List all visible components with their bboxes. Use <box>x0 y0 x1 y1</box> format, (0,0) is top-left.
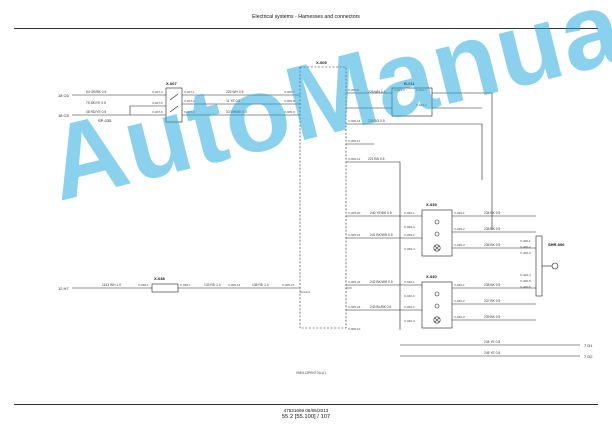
splice-label: SP-035 <box>98 118 112 123</box>
footer-rule <box>14 404 598 405</box>
component-id: X-039 <box>426 202 437 207</box>
x040-body <box>421 281 453 329</box>
drawing-ref: VNNL13PRNT01LA 1 <box>296 371 327 375</box>
pin-label: X-007-5 <box>152 101 163 105</box>
pin-label: X-005-15 <box>282 283 295 287</box>
pin-label: X-005-9 <box>348 88 359 92</box>
pin-label: X-406-6 <box>520 285 531 289</box>
wire-label: 64 GR/BK 0.5 <box>86 90 107 94</box>
wire-label: 236 BK 0.5 <box>484 243 500 247</box>
wire-label: 234 BK 0.5 <box>484 211 500 215</box>
pin-label: X-039-1 <box>404 211 415 215</box>
wire-label: 241 BK/WH 0.5 <box>370 233 393 237</box>
pin-label: X-040-1 <box>404 280 415 284</box>
pin-label: X-024-3 <box>394 88 405 92</box>
pin-label: X-039-3 <box>454 243 465 247</box>
pin-label: X-005-20 <box>348 211 361 215</box>
pin-label: X-005-7 <box>284 90 295 94</box>
pin-label: X-005-14 <box>228 283 241 287</box>
wire-label: 235 BK 0.5 <box>484 227 500 231</box>
wire-label: 242 BK/WH 0.5 <box>370 280 393 284</box>
wire-label: 229 WH 0.5 <box>368 90 386 94</box>
wire-label: 133 RD 1.0 <box>204 283 221 287</box>
pin-label: X-024-2 <box>416 103 427 107</box>
pin-label: X-007-2 <box>184 99 195 103</box>
pin-label: X-005-9 <box>284 110 295 114</box>
pin-label: X-039-3 <box>404 225 415 229</box>
wire-label: 48 RD/YE 0.5 <box>86 110 106 114</box>
wire-label: 243 BL/BK 0.5 <box>370 305 391 309</box>
wire-label: 244 YE 0.5 <box>484 340 500 344</box>
pin-label: X-005-8 <box>284 99 295 103</box>
wire-label: 11 YE 0.5 <box>226 99 240 103</box>
wire-label: 136 RD 1.0 <box>252 283 269 287</box>
pin-label: X-005-11 <box>348 139 360 143</box>
pin-label: X-038-1 <box>138 283 149 287</box>
pin-label: X-040-4 <box>404 319 415 323</box>
pin-label: X-039-2 <box>404 233 415 237</box>
ground-label: Ground <box>300 290 310 294</box>
wire-label: 240 YE/BK 0.5 <box>370 211 392 215</box>
component-id: X-040 <box>426 274 437 279</box>
pin-label: X-024-1 <box>416 88 427 92</box>
pin-label: X-005-22 <box>348 280 361 284</box>
pin-label: X-040-1 <box>454 283 465 287</box>
b011-body <box>391 87 433 117</box>
offpage-ref: 18 C6 <box>58 93 69 98</box>
pin-label: X-406-4 <box>520 273 531 277</box>
wire-label: 239 BK 0.5 <box>484 315 500 319</box>
pin-label: X-040-3 <box>404 294 415 298</box>
pin-label: X-005-23 <box>348 305 361 309</box>
pin-label: X-406-2 <box>520 245 531 249</box>
pin-label: X-039-1 <box>454 211 465 215</box>
x007-body <box>165 87 183 123</box>
x005-block <box>299 66 347 329</box>
shr006-body <box>535 235 543 297</box>
x039-body <box>421 209 453 257</box>
pin-label: X-005-16 <box>348 119 361 123</box>
page-ref: 55.2 [55.100] / 107 <box>281 414 331 420</box>
pin-label: X-040-2 <box>404 305 415 309</box>
pin-label: X-039-4 <box>404 247 415 251</box>
wire-label: 33 WH/BK 0.5 <box>226 110 247 114</box>
pin-label: X-406-1 <box>520 239 531 243</box>
offpage-ref: 18 C8 <box>58 113 69 118</box>
wire-label: 237 BK 0.5 <box>484 299 500 303</box>
component-id: B-011 <box>404 81 415 86</box>
offpage-ref: 7 D2 <box>584 354 593 359</box>
component-id: X-005 <box>316 60 327 65</box>
pin-label: X-038-1 <box>180 283 191 287</box>
pin-label: X-007-6 <box>152 110 163 114</box>
pin-label: X-039-2 <box>454 227 465 231</box>
wire-label: 221 BN 0.5 <box>368 157 385 161</box>
pin-label: X-406-3 <box>520 251 531 255</box>
pin-label: X-005-10 <box>348 327 361 331</box>
page-title: Electrical systems - Harnesses and conne… <box>252 14 360 20</box>
pin-label: X-007-3 <box>184 110 195 114</box>
x007-switch <box>169 93 179 113</box>
header-rule <box>14 28 598 29</box>
wire-label: 1143 WH 1.0 <box>102 283 121 287</box>
pin-label: X-406-5 <box>520 279 531 283</box>
component-id: X-007 <box>166 81 177 86</box>
x038-body <box>151 283 179 293</box>
pin-label: X-040-2 <box>454 299 465 303</box>
pin-label: X-005-21 <box>348 233 361 237</box>
doc-number: 47531669 06/05/2013 <box>283 408 329 413</box>
component-id: SHR-006 <box>548 242 565 247</box>
pin-label: X-007-1 <box>184 90 195 94</box>
wire-label: 75 BK/YE 0.5 <box>86 101 106 105</box>
component-id: X-038 <box>154 276 165 281</box>
wire-label: 238 BK 0.5 <box>484 283 500 287</box>
offpage-ref: 7 D1 <box>584 343 593 348</box>
pin-label: X-040-3 <box>454 315 465 319</box>
wire-label: 245 YE 0.5 <box>484 351 500 355</box>
wire-label: 226 BG 0.5 <box>368 119 385 123</box>
pin-label: X-005-12 <box>348 157 361 161</box>
pin-label: X-007-4 <box>152 90 163 94</box>
wire-label: 225 WH 0.5 <box>226 90 244 94</box>
offpage-ref: 12 H7 <box>58 286 69 291</box>
